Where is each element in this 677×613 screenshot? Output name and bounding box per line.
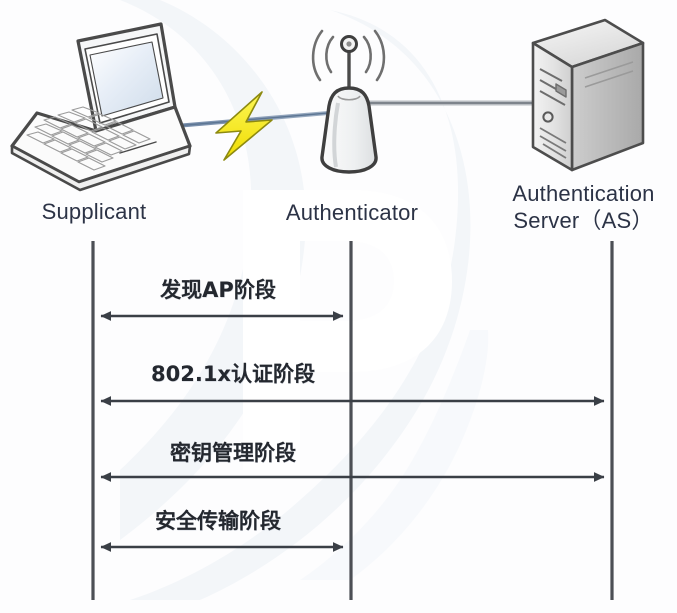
node-label-as-line1: Authentication (512, 181, 655, 206)
server-tower-icon (531, 18, 645, 172)
node-label-as-line2: Server（AS） (513, 208, 654, 233)
node-label-supplicant: Supplicant (41, 199, 147, 224)
message-label-discover-ap: 发现AP阶段 (160, 278, 276, 302)
laptop-icon (10, 22, 192, 192)
radio-waves-left (311, 29, 335, 82)
message-label-key-management: 密钥管理阶段 (170, 441, 296, 465)
lifelines (91, 241, 614, 600)
wireless-access-point-icon (311, 29, 386, 174)
radio-waves-right (362, 29, 386, 82)
message-label-secure-transmission: 安全传输阶段 (155, 509, 281, 533)
node-label-authentication-server: Authentication Server（AS） (490, 180, 677, 234)
message-label-dot1x-auth: 802.1x认证阶段 (151, 362, 315, 386)
node-label-authenticator: Authenticator (285, 200, 419, 225)
message-arrows (100, 311, 605, 552)
lightning-bolt-icon (215, 91, 273, 161)
